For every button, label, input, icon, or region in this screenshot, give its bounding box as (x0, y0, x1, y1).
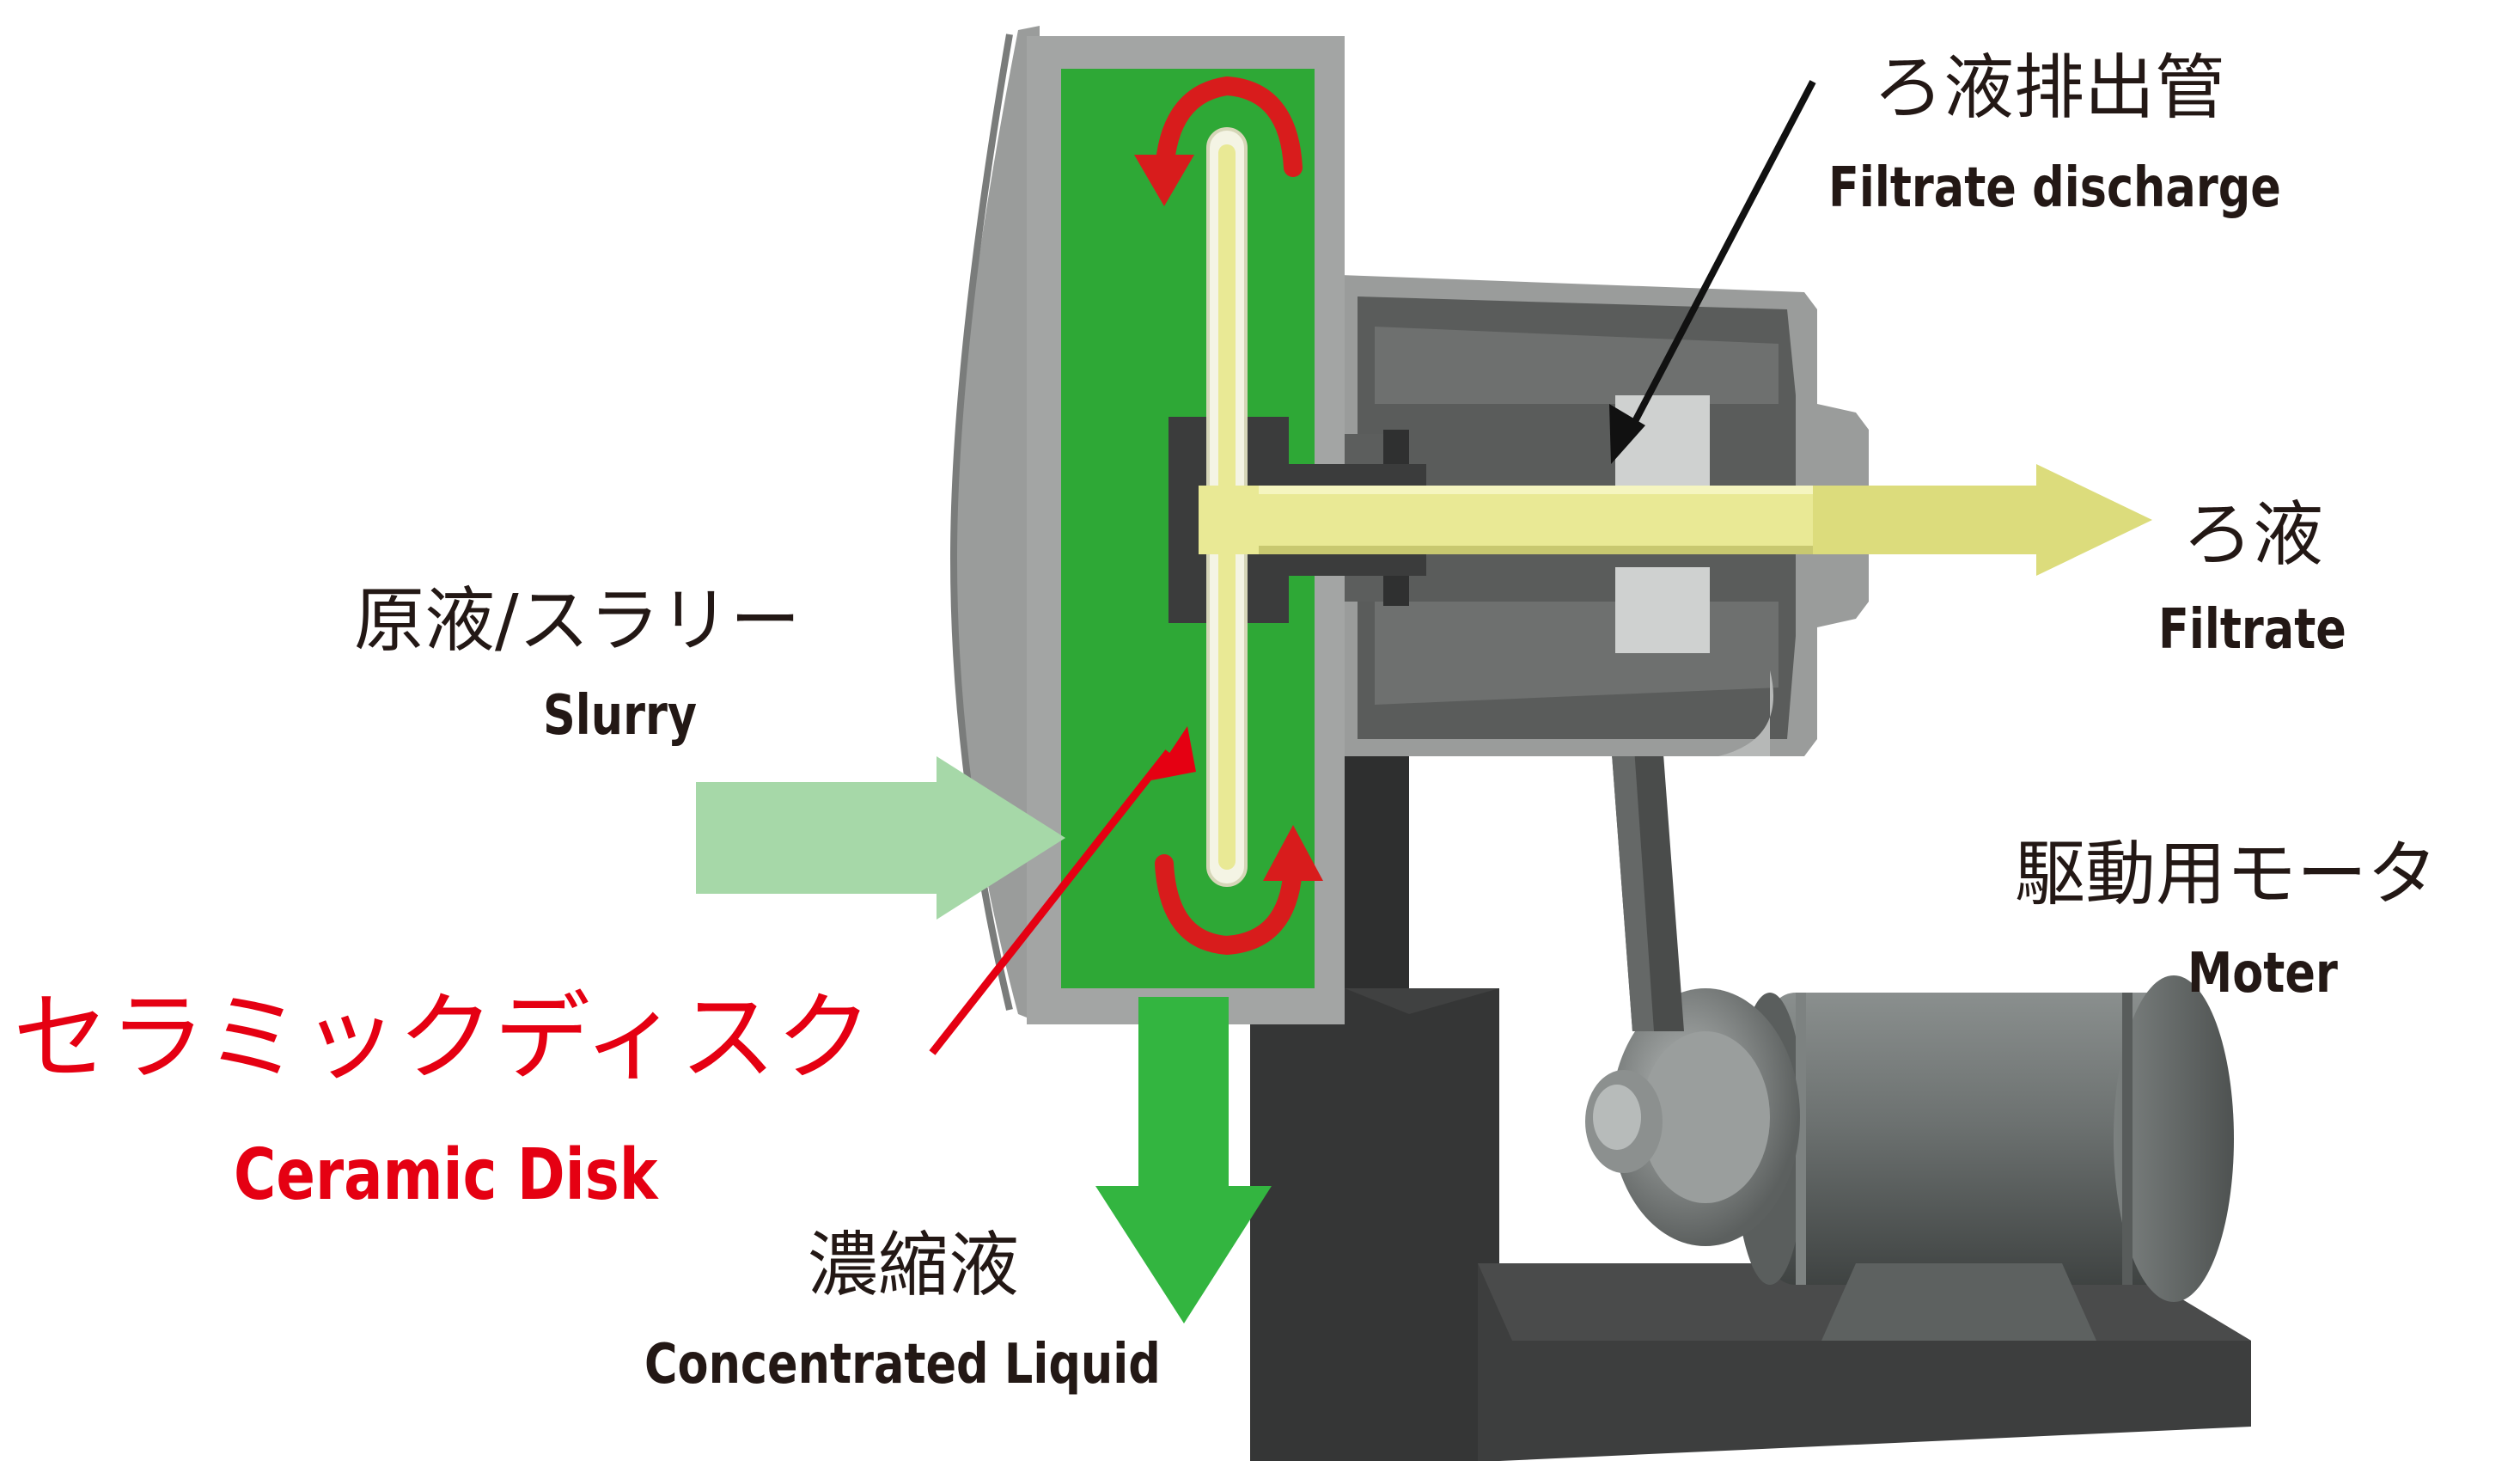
filtrate-en: Filtrate (2158, 598, 2346, 662)
slurry-inlet-arrow (696, 756, 1065, 920)
motor-body (1770, 993, 2174, 1285)
motor-foot (1821, 1263, 2096, 1341)
ceramic-disk-jp: セラミックディスク (13, 982, 873, 1094)
filtrate-discharge-en: Filtrate discharge (1828, 156, 2281, 220)
concentrated-liquid-en: Concentrated Liquid (644, 1333, 1161, 1397)
filtrate-discharge-leader (1620, 80, 1816, 444)
slurry-en: Slurry (543, 684, 698, 748)
ceramic-disk-en: Ceramic Disk (234, 1134, 658, 1216)
slurry-jp: 原液/スラリー (354, 580, 801, 662)
ceramic-disk (1199, 127, 1259, 887)
motor-en: Moter (2187, 942, 2338, 1005)
filtrate-discharge-arrowhead (1609, 404, 1645, 464)
concentrate-outlet-arrow (1095, 997, 1272, 1323)
drive-motor (1585, 975, 2234, 1341)
vessel-curved-wall (954, 26, 1040, 1023)
ceramic-disk-arrowhead (1151, 726, 1196, 780)
hollow-shaft (1220, 486, 1821, 554)
bearing-lower (1615, 567, 1710, 653)
concentrated-liquid-jp: 濃縮液 (808, 1225, 1020, 1306)
filtrate-jp: ろ液 (2182, 494, 2324, 576)
rotation-arrowheads (1134, 155, 1323, 881)
filtrate-outlet-arrow (1813, 464, 2152, 576)
motor-jp: 駆動用モータ (2015, 834, 2438, 915)
rotation-arrows (1155, 76, 1303, 956)
bearing-upper (1615, 395, 1710, 490)
filtrate-discharge-jp: ろ液排出管 (1873, 47, 2226, 129)
ceramic-disk-leader (929, 749, 1172, 1055)
stand-front-plate (1250, 988, 1499, 1461)
motor-end-cap (2114, 975, 2234, 1302)
